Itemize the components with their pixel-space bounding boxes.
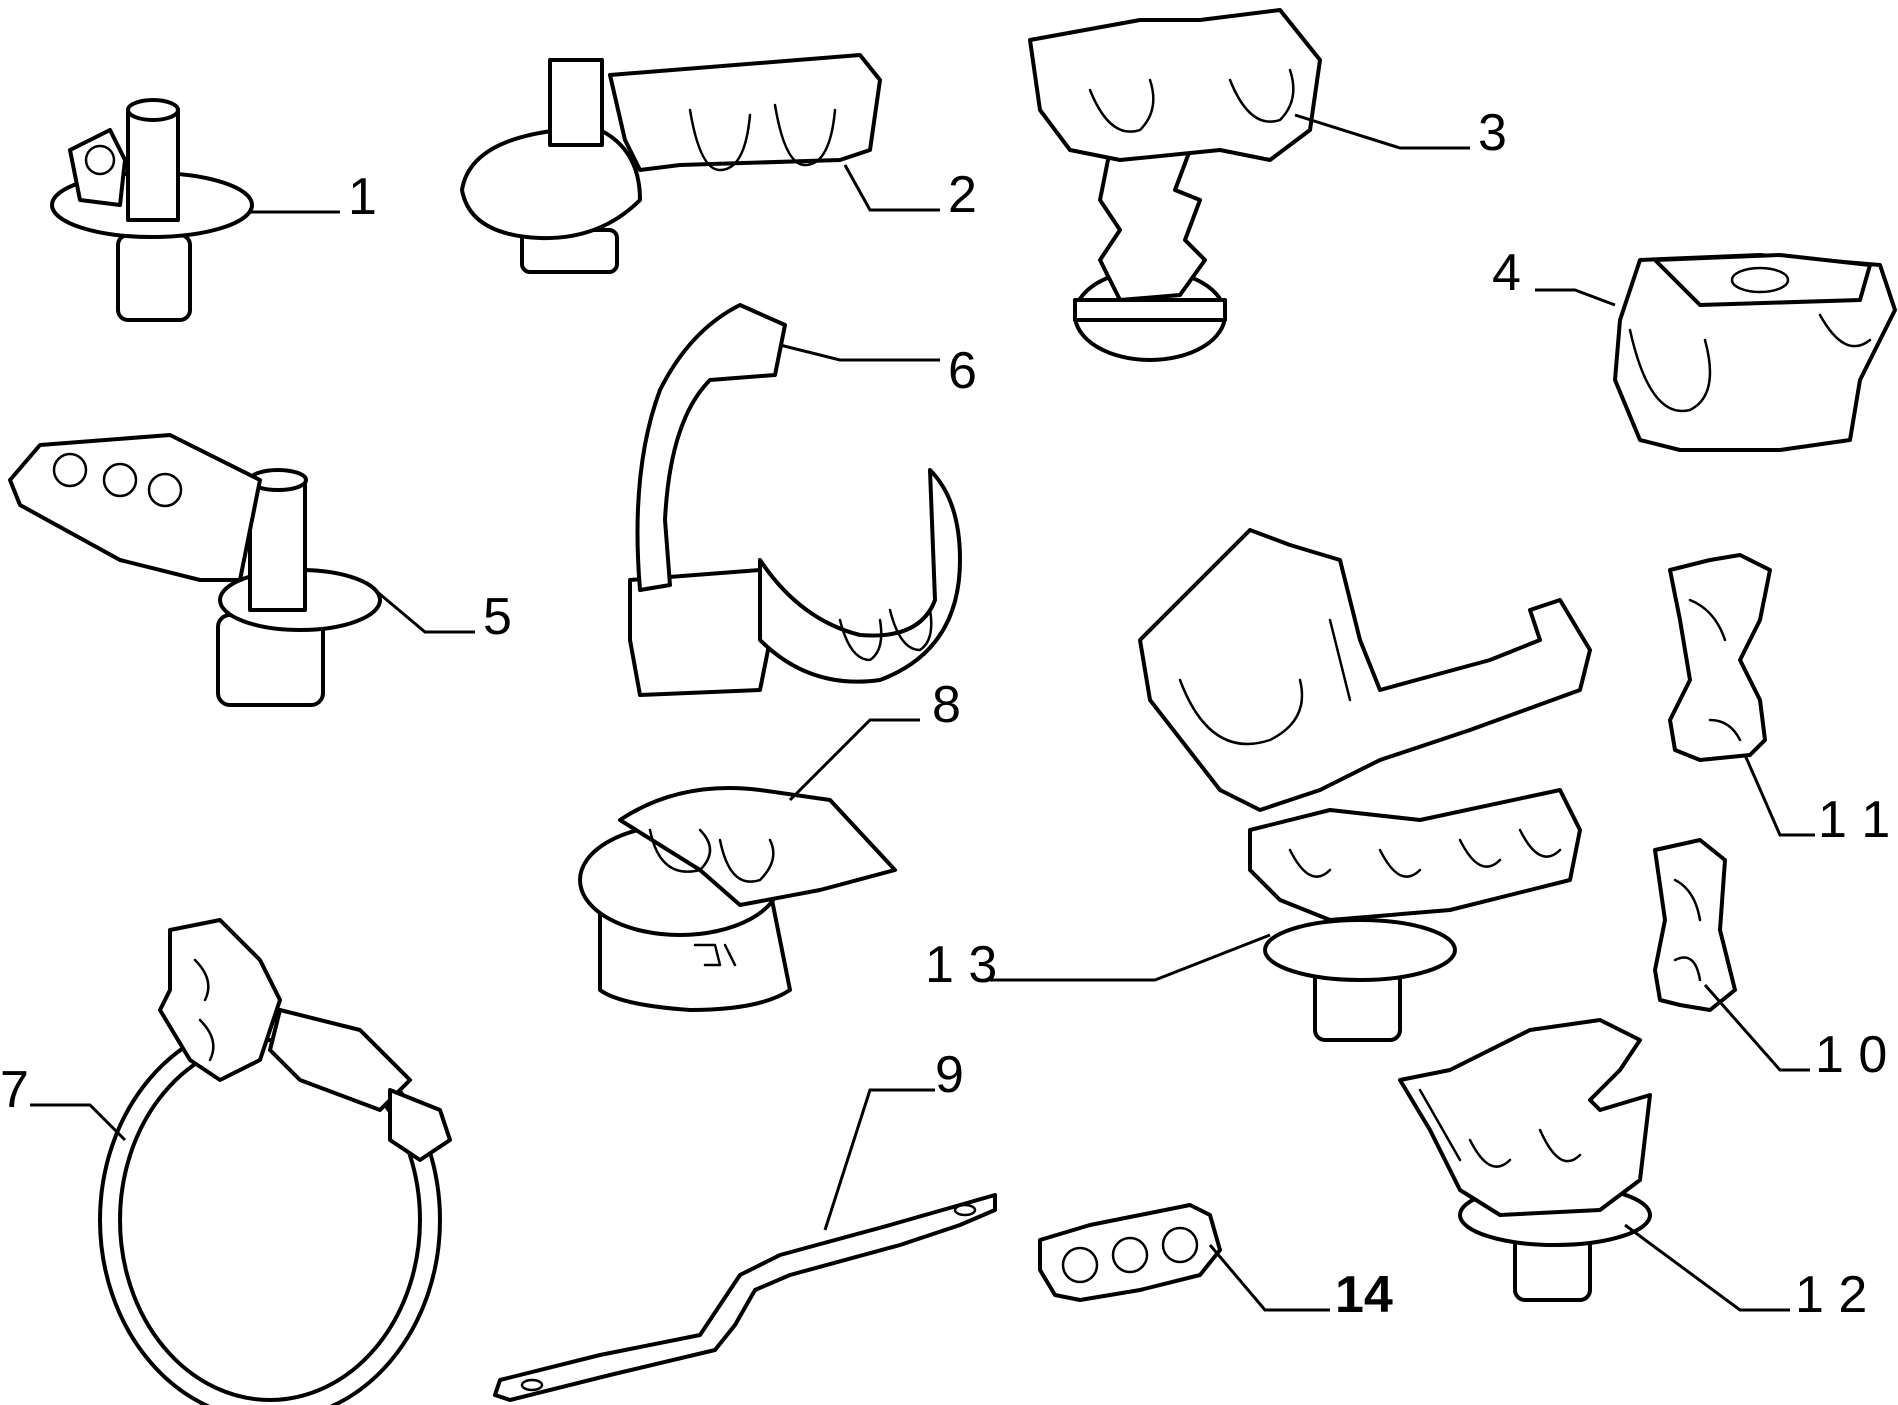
part-13-multi-clip xyxy=(1138,528,1592,1042)
callout-label-11: 1 1 xyxy=(1818,791,1890,849)
part-5-triple-holder xyxy=(8,433,382,707)
part-4-block-clip xyxy=(1613,253,1897,452)
callout-label-4: 4 xyxy=(1492,244,1521,302)
part-1-pin-clip xyxy=(50,98,254,322)
part-8-bushing-clip xyxy=(578,786,897,1012)
part-12-triple-pin-clip xyxy=(1398,1018,1652,1302)
part-9-strap-tie xyxy=(493,1193,997,1402)
part-3-spring-clip xyxy=(1028,8,1322,362)
callout-label-3: 3 xyxy=(1478,104,1507,162)
callout-label-5: 5 xyxy=(483,588,512,646)
part-11-small-clip xyxy=(1668,553,1772,762)
callout-label-8: 8 xyxy=(932,676,961,734)
callout-label-9: 9 xyxy=(935,1046,964,1104)
part-10-small-clip xyxy=(1653,838,1737,1012)
leader-lines xyxy=(30,113,1815,1312)
part-14-triple-tube-clip xyxy=(1038,1203,1222,1302)
part-2-double-clip xyxy=(460,53,882,274)
callout-label-14: 14 xyxy=(1335,1266,1393,1324)
callout-label-6: 6 xyxy=(948,342,977,400)
callout-label-2: 2 xyxy=(948,166,977,224)
callout-label-10: 1 0 xyxy=(1815,1026,1887,1084)
callout-label-1: 1 xyxy=(348,168,377,226)
callout-label-12: 1 2 xyxy=(1795,1266,1867,1324)
callout-label-13: 1 3 xyxy=(925,936,997,994)
callout-labels: 1 2 3 4 5 6 7 8 9 1 0 1 1 1 2 1 3 14 xyxy=(0,104,1890,1324)
part-7-ring-strap xyxy=(98,918,452,1405)
part-6-hook-clip xyxy=(628,303,962,697)
callout-label-7: 7 xyxy=(0,1061,29,1119)
